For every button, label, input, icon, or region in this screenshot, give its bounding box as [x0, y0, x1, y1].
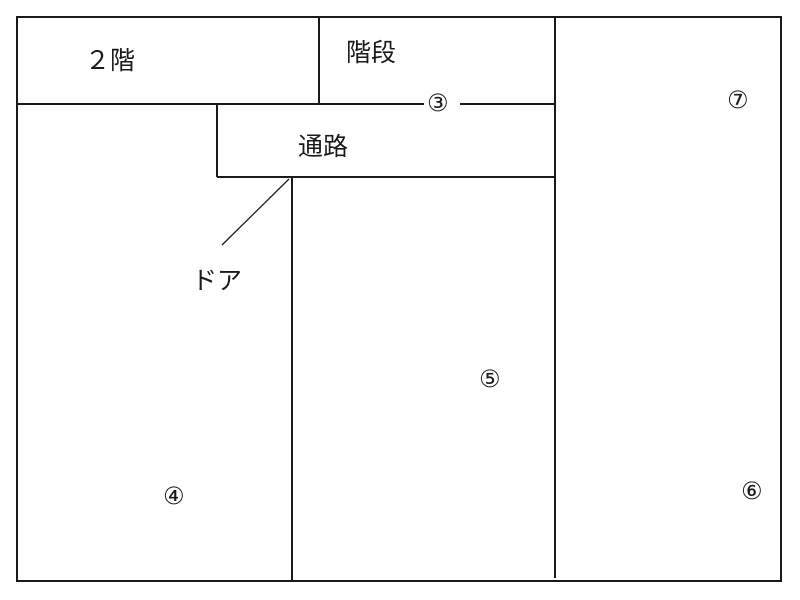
label-corridor: 通路 [298, 132, 349, 161]
marker-7: ⑦ [727, 86, 749, 114]
outer-wall [16, 16, 782, 582]
label-door: ドア [192, 266, 243, 295]
label-second-floor: ２階 [85, 46, 136, 75]
marker-6: ⑥ [741, 477, 763, 505]
marker-4: ④ [163, 482, 185, 510]
marker-5: ⑤ [479, 365, 501, 393]
door-swing-line [221, 178, 290, 246]
marker-3: ③ [427, 89, 449, 117]
marker-3-gap [424, 92, 460, 116]
label-stairs: 階段 [346, 38, 397, 67]
